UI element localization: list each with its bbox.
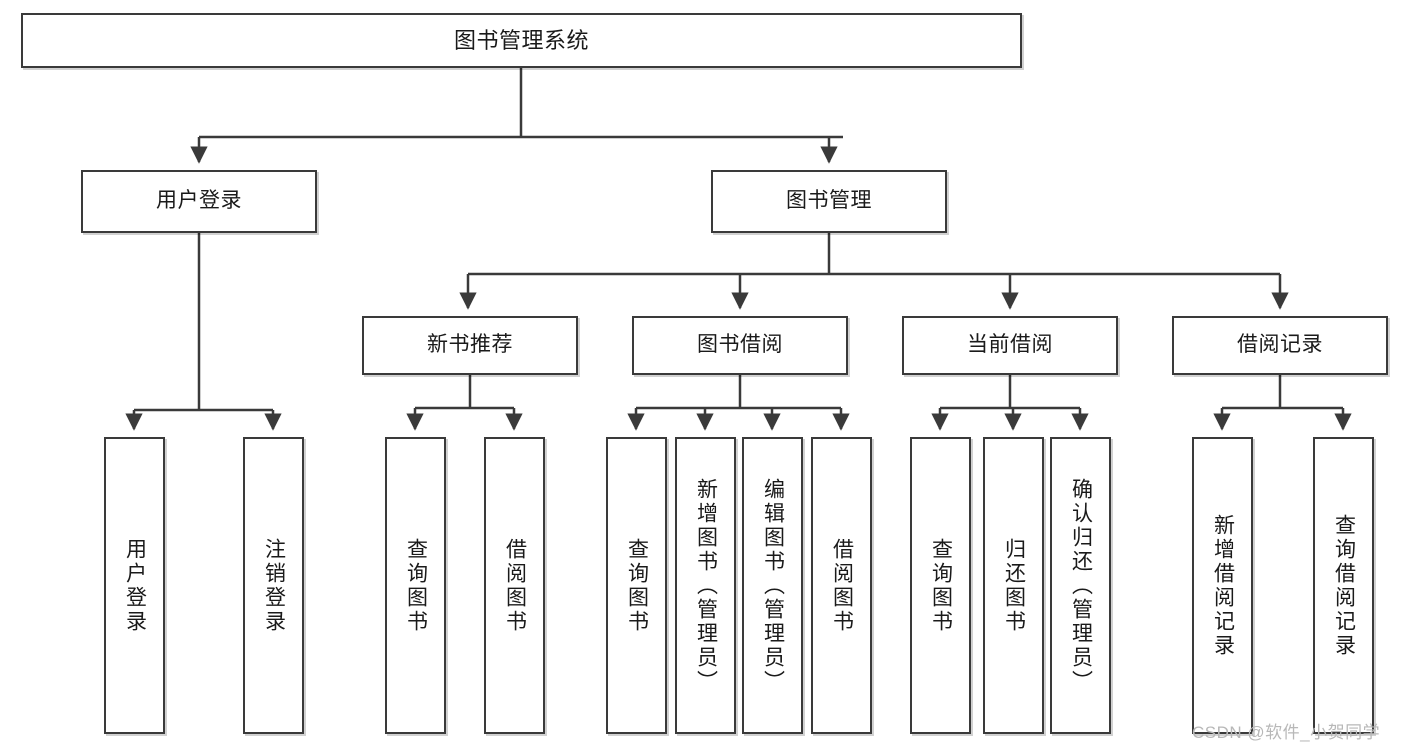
node-leaf-confirm-return-admin[interactable]: 确认归还（管理员）: [1050, 437, 1111, 734]
node-leaf-user-login-label: 用户登录: [123, 537, 147, 634]
node-leaf-query-books-borrow[interactable]: 查询图书: [606, 437, 667, 734]
node-current-borrow[interactable]: 当前借阅: [902, 316, 1118, 375]
node-new-book-recommend[interactable]: 新书推荐: [362, 316, 578, 375]
node-new-book-recommend-label: 新书推荐: [427, 333, 513, 357]
node-leaf-logout-login-label: 注销登录: [262, 537, 286, 634]
node-leaf-borrow-books[interactable]: 借阅图书: [811, 437, 872, 734]
node-leaf-query-books-borrow-label: 查询图书: [625, 537, 649, 634]
node-leaf-query-books-rec[interactable]: 查询图书: [385, 437, 446, 734]
node-leaf-query-books-rec-label: 查询图书: [404, 537, 428, 634]
node-leaf-add-borrow-record-label: 新增借阅记录: [1211, 513, 1235, 658]
node-leaf-edit-book-admin-label: 编辑图书（管理员）: [761, 477, 785, 694]
node-leaf-borrow-books-rec[interactable]: 借阅图书: [484, 437, 545, 734]
node-leaf-add-book-admin[interactable]: 新增图书（管理员）: [675, 437, 736, 734]
node-leaf-borrow-books-label: 借阅图书: [830, 537, 854, 634]
node-leaf-edit-book-admin[interactable]: 编辑图书（管理员）: [742, 437, 803, 734]
node-leaf-add-borrow-record[interactable]: 新增借阅记录: [1192, 437, 1253, 734]
node-leaf-return-books[interactable]: 归还图书: [983, 437, 1044, 734]
node-current-borrow-label: 当前借阅: [967, 333, 1053, 357]
node-borrow-records[interactable]: 借阅记录: [1172, 316, 1388, 375]
node-leaf-return-books-label: 归还图书: [1002, 537, 1026, 634]
node-leaf-borrow-books-rec-label: 借阅图书: [503, 537, 527, 634]
node-book-management-label: 图书管理: [786, 189, 872, 213]
node-root[interactable]: 图书管理系统: [21, 13, 1022, 68]
node-leaf-add-book-admin-label: 新增图书（管理员）: [694, 477, 718, 694]
node-leaf-logout-login[interactable]: 注销登录: [243, 437, 304, 734]
node-leaf-query-books-current-label: 查询图书: [929, 537, 953, 634]
node-borrow-records-label: 借阅记录: [1237, 333, 1323, 357]
node-leaf-query-books-current[interactable]: 查询图书: [910, 437, 971, 734]
node-book-borrow[interactable]: 图书借阅: [632, 316, 848, 375]
node-leaf-query-borrow-record-label: 查询借阅记录: [1332, 513, 1356, 658]
node-user-login[interactable]: 用户登录: [81, 170, 317, 233]
node-root-label: 图书管理系统: [453, 27, 589, 53]
node-leaf-query-borrow-record[interactable]: 查询借阅记录: [1313, 437, 1374, 734]
node-leaf-user-login[interactable]: 用户登录: [104, 437, 165, 734]
node-user-login-label: 用户登录: [156, 189, 242, 213]
node-leaf-confirm-return-admin-label: 确认归还（管理员）: [1069, 477, 1093, 694]
node-book-borrow-label: 图书借阅: [697, 333, 783, 357]
node-book-management[interactable]: 图书管理: [711, 170, 947, 233]
